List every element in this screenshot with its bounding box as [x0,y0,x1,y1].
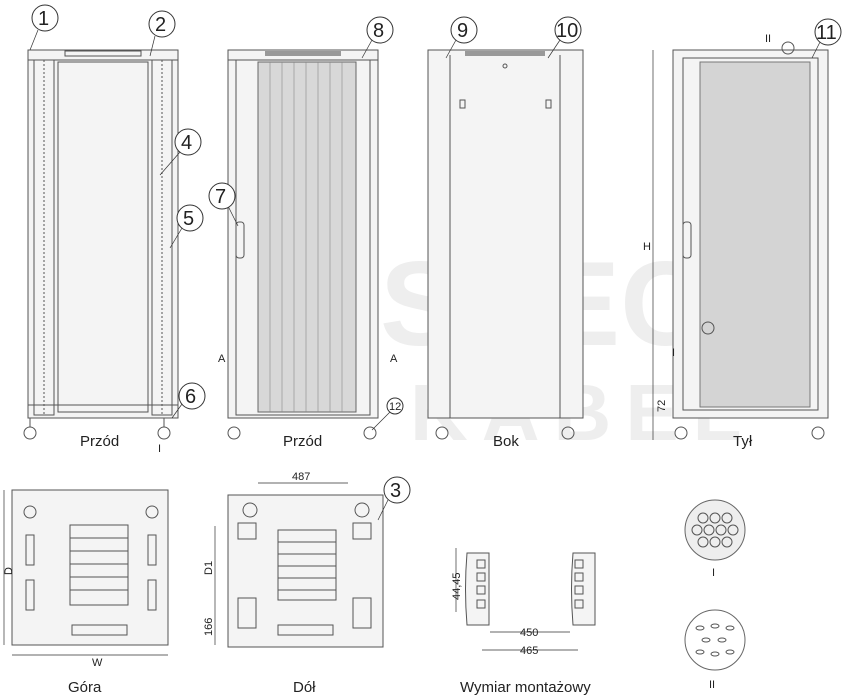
cabinet-front-open [23,49,179,440]
dim-72: 72 [656,400,668,412]
view-label-back: Tył [733,433,753,450]
detail-mark-i: I [672,347,675,359]
svg-text:3: 3 [390,480,401,502]
callout-7: 7 [208,182,239,227]
view-label-front-1: Przód [80,433,119,450]
svg-text:11: 11 [816,22,837,44]
cabinet-front-door [227,49,379,440]
callout-12: 12 [371,397,404,431]
svg-text:2: 2 [155,14,166,36]
svg-text:10: 10 [556,20,578,42]
svg-text:5: 5 [183,208,194,230]
svg-text:7: 7 [215,186,226,208]
mounting-rails [455,548,596,651]
callout-8: 8 [361,16,394,59]
svg-text:9: 9 [457,20,468,42]
view-label-side: Bok [493,433,519,450]
door-handle [235,221,245,259]
view-label-mounting: Wymiar montażowy [460,679,591,696]
cabinet-side [427,49,584,440]
callout-6: 6 [171,382,206,419]
bottom-view [214,482,384,648]
detail-mark-ii: II [765,33,771,45]
callouts: 1 2 3 4 5 6 7 8 9 10 11 12 [29,4,842,521]
callout-9: 9 [445,16,478,59]
callout-10: 10 [547,16,582,59]
dim-h: H [643,241,651,253]
section-mark-a-right: A [390,353,398,365]
callout-5: 5 [169,204,204,249]
section-mark-a-left: A [218,353,226,365]
top-view [3,489,169,656]
svg-text:8: 8 [373,20,384,42]
callout-2: 2 [148,10,176,57]
detail-i-perforation [684,499,746,561]
dim-d: D [3,567,15,575]
svg-text:12: 12 [389,401,401,413]
svg-text:1: 1 [38,8,49,30]
callout-3: 3 [377,476,411,521]
mark-i: I [158,443,161,455]
dim-44-45: 44,45 [451,572,463,600]
back-door-handle [682,221,692,259]
view-label-bottom: Dół [293,679,316,696]
svg-text:6: 6 [185,386,196,408]
callout-4: 4 [159,128,202,176]
dim-w: W [92,657,103,669]
dim-450: 450 [520,627,538,639]
dim-487: 487 [292,471,310,483]
dim-166: 166 [203,618,215,636]
dim-465: 465 [520,645,538,657]
dimension-h: H 72 [643,50,668,440]
detail-ii-vents [684,609,746,671]
dim-d1: D1 [203,561,215,575]
view-label-front-2: Przód [283,433,322,450]
view-label-top: Góra [68,679,102,696]
cabinet-back [672,41,829,440]
callout-1: 1 [29,4,59,51]
callout-11: 11 [811,18,842,59]
detail-label-i: I [712,567,715,579]
detail-label-ii: II [709,679,715,691]
svg-text:4: 4 [181,132,192,154]
